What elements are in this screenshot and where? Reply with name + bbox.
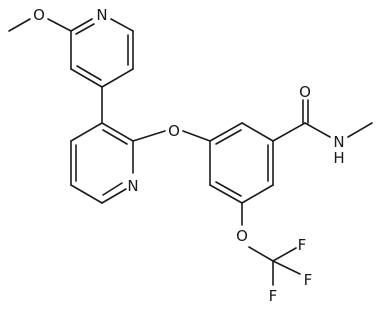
atom-amide-hydrogen: H [333, 149, 344, 167]
bond-benz-c1-c2-double [215, 129, 242, 145]
bond-methyl-methoxy [8, 18, 31, 32]
atom-amide-nitrogen: N [333, 133, 344, 151]
bond-bot-pyr-c3-c2-double [102, 129, 128, 145]
atom-fluorine-top: F [298, 236, 307, 254]
bond-bot-pyr-c3-c2 [101, 122, 134, 142]
bond-pyr-ether-o [132, 130, 166, 142]
atom-pyridine-top-nitrogen: N [96, 6, 107, 24]
atom-carbonyl-oxygen: O [299, 83, 311, 101]
bond-bot-pyr-c6-c5 [70, 184, 103, 204]
bond-methoxy-o-ring [47, 18, 72, 32]
bond-top-pyr-c5-c4 [101, 68, 134, 88]
bond-top-pyr-c2-n1 [70, 18, 93, 32]
bond-benz-carbonyl [272, 122, 306, 142]
atom-trifluoromethoxy-oxygen: O [236, 227, 248, 245]
atom-labels: O N O N O N H O F F F [33, 6, 345, 305]
bond-c-f-right [272, 260, 301, 275]
bond-benz-c5-c6-double [215, 181, 242, 197]
bond-benz-c2-c3 [241, 122, 274, 142]
bond-o-cf3-c [248, 246, 274, 262]
bond-c-f-top [272, 247, 297, 262]
atom-fluorine-right: F [304, 271, 313, 289]
atom-pyridine-bottom-nitrogen: N [127, 177, 138, 195]
bond-top-pyr-c4-c3 [70, 68, 103, 88]
bond-ether-o-benzene [182, 130, 211, 142]
bond-carbonyl-n [304, 122, 331, 138]
bond-benz-c5-c6 [209, 184, 243, 204]
bond-bot-pyr-c4-c3 [70, 122, 103, 142]
atom-fluorine-bottom: F [269, 287, 278, 305]
bond-top-pyr-c2-n1-double [75, 23, 95, 35]
bond-benz-c4-c5 [241, 184, 274, 204]
bond-top-pyr-n1-c6 [110, 18, 134, 32]
bond-n-methyl [347, 122, 373, 138]
bond-bot-pyr-n1-c6-double [102, 182, 123, 196]
bond-benz-c1-c2 [209, 122, 243, 142]
bond-bot-pyr-n1-c6 [101, 188, 127, 204]
atom-ether-oxygen: O [168, 122, 180, 140]
bonds [8, 18, 373, 286]
bond-top-pyr-c4-c3-double [76, 65, 102, 81]
atom-methoxy-oxygen: O [33, 6, 45, 24]
